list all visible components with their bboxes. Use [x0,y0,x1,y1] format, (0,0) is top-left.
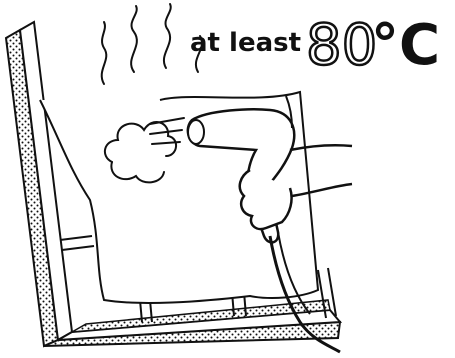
heat-waves [102,4,202,84]
